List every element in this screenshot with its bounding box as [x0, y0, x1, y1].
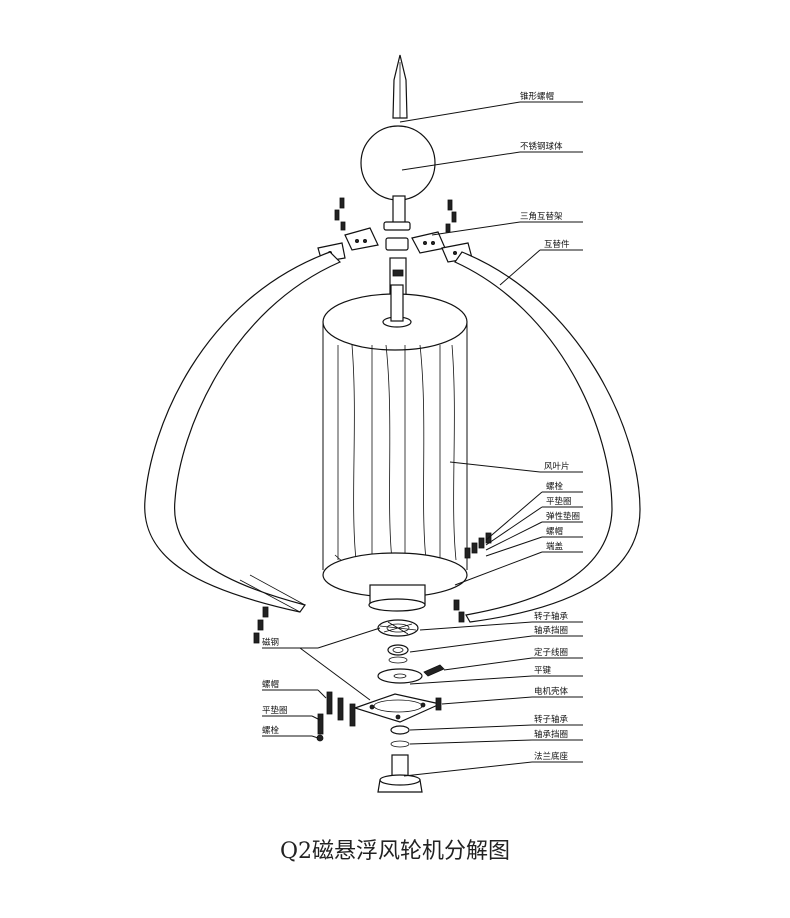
leader-lines — [262, 101, 583, 777]
steel-ball-part — [360, 125, 436, 227]
top-bolts — [334, 197, 457, 233]
bearing-retainer-2-part — [390, 740, 410, 748]
label-blade: 风叶片 — [544, 461, 570, 472]
diagram-caption: Q2磁悬浮风轮机分解图 — [280, 839, 510, 864]
label-nut-right: 螺栓 — [546, 481, 564, 492]
label-flat-washer-left: 平垫圈 — [262, 705, 288, 716]
cone-nut-part — [392, 54, 408, 119]
label-bolt-right: 螺帽 — [546, 526, 563, 537]
label-stator-coil: 定子线圈 — [534, 647, 568, 658]
label-flange-base: 法兰底座 — [534, 751, 569, 762]
label-nut-left: 螺栓 — [262, 725, 280, 736]
label-magnet-steel: 磁钢 — [262, 637, 279, 648]
label-triangle-bracket: 三角互替架 — [520, 211, 563, 222]
bearing-retainer-1-part — [388, 656, 408, 664]
support-arms — [144, 251, 641, 623]
label-rotor-bearing-1: 转子轴承 — [534, 611, 569, 622]
rotor-bearing-2-part — [390, 725, 410, 735]
label-spring-washer-right: 弹性垫圈 — [546, 511, 580, 522]
label-support-arm: 互替件 — [544, 239, 570, 250]
label-flat-washer-right: 平垫圈 — [546, 496, 572, 507]
motor-housing-part — [353, 693, 442, 723]
label-motor-housing: 电机壳体 — [534, 686, 569, 697]
label-flat-key: 平键 — [534, 665, 552, 676]
label-bearing-retainer-1: 轴承挡圈 — [534, 625, 568, 636]
flange-base-part — [377, 754, 423, 793]
rotor-top-disc — [322, 284, 468, 351]
rotor-bottom — [322, 552, 468, 612]
label-rotor-bearing-2: 转子轴承 — [534, 714, 569, 725]
label-end-cap: 端盖 — [546, 541, 564, 552]
bottom-left-bolts — [316, 691, 356, 742]
magnet-steel-part — [377, 619, 419, 637]
label-cone-nut: 锥形螺帽 — [520, 91, 554, 102]
label-bolt-left: 螺帽 — [262, 679, 279, 690]
label-bearing-retainer-2: 轴承挡圈 — [534, 729, 568, 740]
stator-coil-part — [377, 664, 445, 684]
left-arm-bolts — [253, 606, 269, 644]
label-steel-ball: 不锈钢球体 — [520, 141, 563, 152]
rotor-bearing-1-part — [387, 644, 409, 656]
rotor-blades — [322, 322, 468, 580]
